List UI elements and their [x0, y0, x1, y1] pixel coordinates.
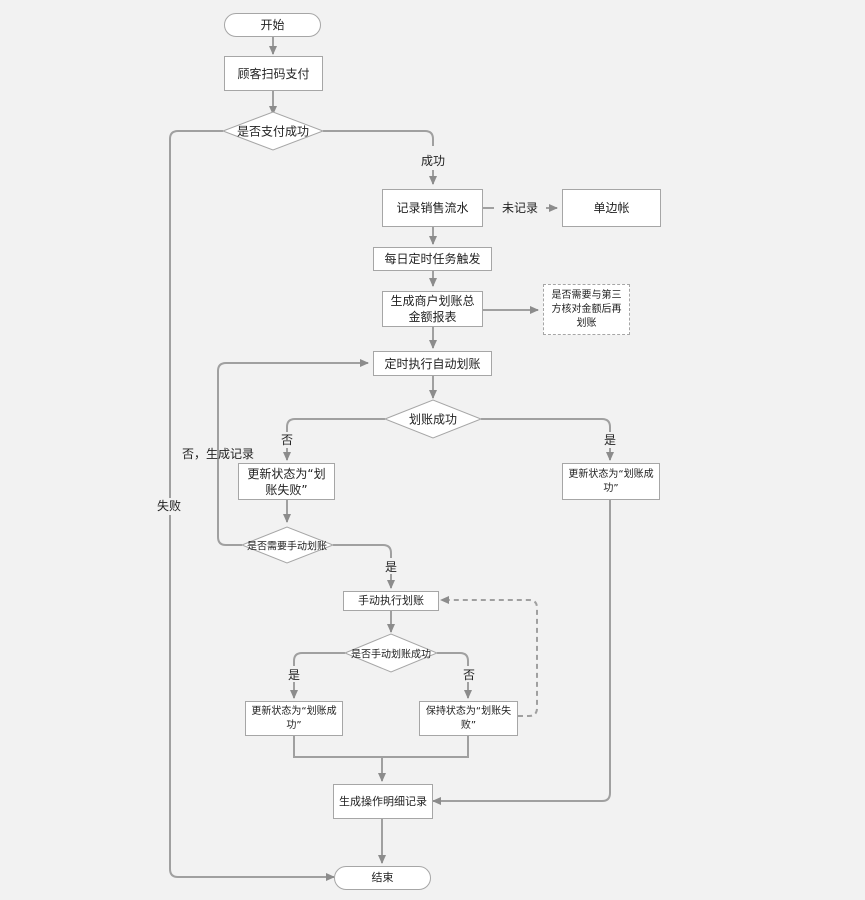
- decision-transfer-success: [383, 399, 483, 439]
- pay-success-label: 是否支付成功: [236, 124, 310, 139]
- edge-decision-success: [323, 130, 434, 146]
- edge-label-no2: 否: [463, 668, 476, 682]
- decision-need-manual: [240, 526, 335, 564]
- edge-right-detail: [432, 500, 611, 805]
- update-fail-box: 更新状态为“划账失败”: [238, 463, 335, 500]
- edge-label-no-generate: 否，生成记录: [182, 447, 255, 461]
- edge-needmanual-loop: [217, 359, 369, 546]
- decision-pay-success: [221, 111, 325, 151]
- end-terminal: 结束: [334, 866, 431, 890]
- keep-fail-box: 保持状态为“划账失败”: [419, 701, 518, 736]
- edge-label-yes3: 是: [288, 668, 301, 682]
- gen-detail-box: 生成操作明细记录: [333, 784, 433, 819]
- edge-payfail-end: [169, 130, 223, 498]
- daily-task-box: 每日定时任务触发: [373, 247, 492, 271]
- edge-payfail-end2: [169, 515, 335, 881]
- reconcile-note-box: 是否需要与第三方核对金额后再划账: [543, 284, 630, 335]
- edge-manual-yes: [293, 652, 345, 666]
- update-success-left-box: 更新状态为“划账成功”: [245, 701, 343, 736]
- gen-report-box: 生成商户划账总金额报表: [382, 291, 483, 327]
- edge-transfer-no: [286, 418, 385, 432]
- need-manual-label: 是否需要手动划账: [247, 541, 327, 553]
- auto-transfer-box: 定时执行自动划账: [373, 351, 492, 376]
- edge-keep-retry: [440, 596, 538, 717]
- start-terminal: 开始: [224, 13, 321, 37]
- update-success-right-box: 更新状态为“划账成功”: [562, 463, 660, 500]
- scan-pay-box: 顾客扫码支付: [224, 56, 323, 91]
- single-side-box: 单边帐: [562, 189, 661, 227]
- edge-label-yes1: 是: [604, 433, 617, 447]
- manual-success-label: 是否手动划账成功: [351, 649, 431, 661]
- edge-transfer-yes: [481, 418, 611, 432]
- edge-label-fail: 失败: [157, 499, 182, 513]
- edge-label-yes2: 是: [385, 560, 398, 574]
- edge-label-no1: 否: [281, 433, 294, 447]
- transfer-success-label: 划账成功: [408, 412, 458, 427]
- edge-manual-no: [437, 652, 469, 666]
- edge-merge: [293, 736, 469, 758]
- edge-label-success: 成功: [421, 154, 446, 168]
- decision-manual-success: [343, 633, 439, 673]
- record-sales-box: 记录销售流水: [382, 189, 483, 227]
- manual-transfer-box: 手动执行划账: [343, 591, 439, 611]
- edge-needmanual-yes: [333, 544, 392, 558]
- edge-label-not-recorded: 未记录: [502, 201, 539, 215]
